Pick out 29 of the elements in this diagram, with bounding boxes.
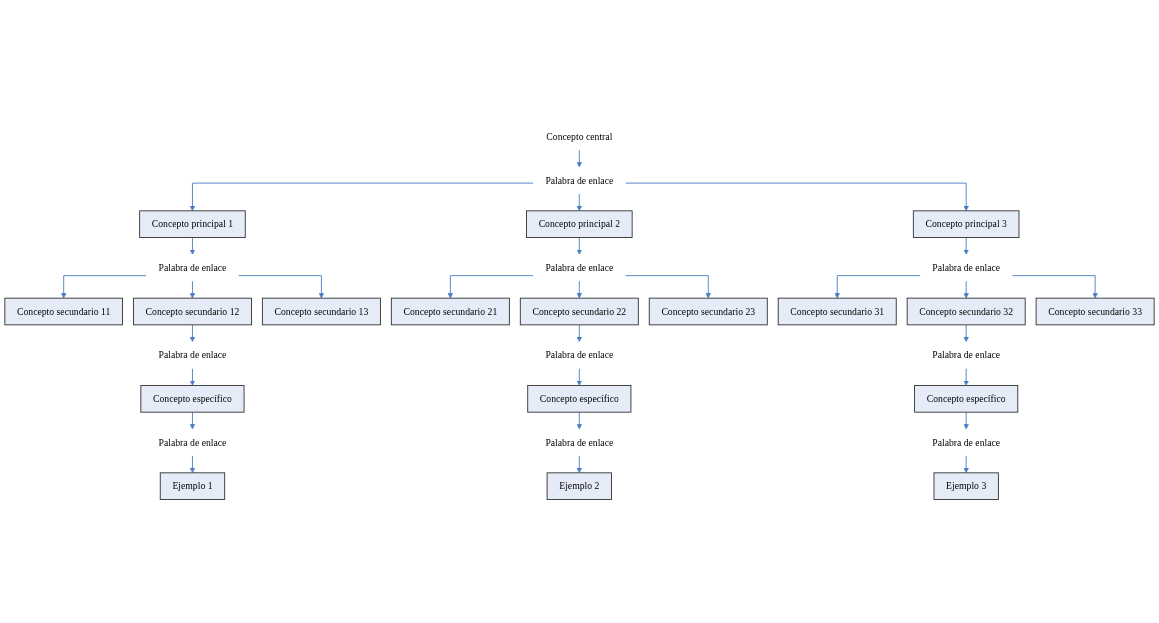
node-box: Concepto secundario 22 (519, 297, 639, 326)
node-text: Palabra de enlace (932, 437, 1001, 448)
node-box: Concepto secundario 13 (261, 297, 381, 326)
node-box: Concepto secundario 31 (777, 297, 897, 326)
node-box: Concepto específico (914, 385, 1019, 413)
node-box: Ejemplo 2 (546, 472, 612, 500)
node-text: Palabra de enlace (545, 349, 614, 361)
node-box: Ejemplo 1 (159, 472, 226, 500)
node-text: Palabra de enlace (545, 437, 614, 448)
node-text: Palabra de enlace (158, 262, 227, 273)
node-box: Concepto específico (140, 385, 245, 413)
node-text: Palabra de enlace (158, 437, 227, 448)
node-box: Concepto secundario 11 (4, 297, 123, 326)
node-box: Concepto secundario 32 (906, 297, 1026, 326)
node-box: Concepto principal 1 (139, 210, 246, 238)
node-text: Palabra de enlace (158, 349, 227, 361)
node-box: Concepto secundario 23 (648, 297, 768, 326)
node-box: Concepto secundario 12 (133, 297, 252, 326)
node-box: Concepto específico (527, 385, 632, 413)
node-box: Concepto principal 3 (912, 210, 1020, 238)
node-text: Palabra de enlace (545, 175, 614, 186)
node-box: Ejemplo 3 (933, 472, 999, 500)
node-text: Palabra de enlace (545, 262, 614, 273)
node-box: Concepto secundario 21 (390, 297, 510, 326)
node-text: Concepto central (546, 131, 613, 142)
node-box: Concepto principal 2 (526, 210, 633, 238)
node-box: Concepto secundario 33 (1035, 297, 1155, 326)
node-text: Palabra de enlace (932, 262, 1001, 273)
node-text: Palabra de enlace (932, 349, 1001, 361)
